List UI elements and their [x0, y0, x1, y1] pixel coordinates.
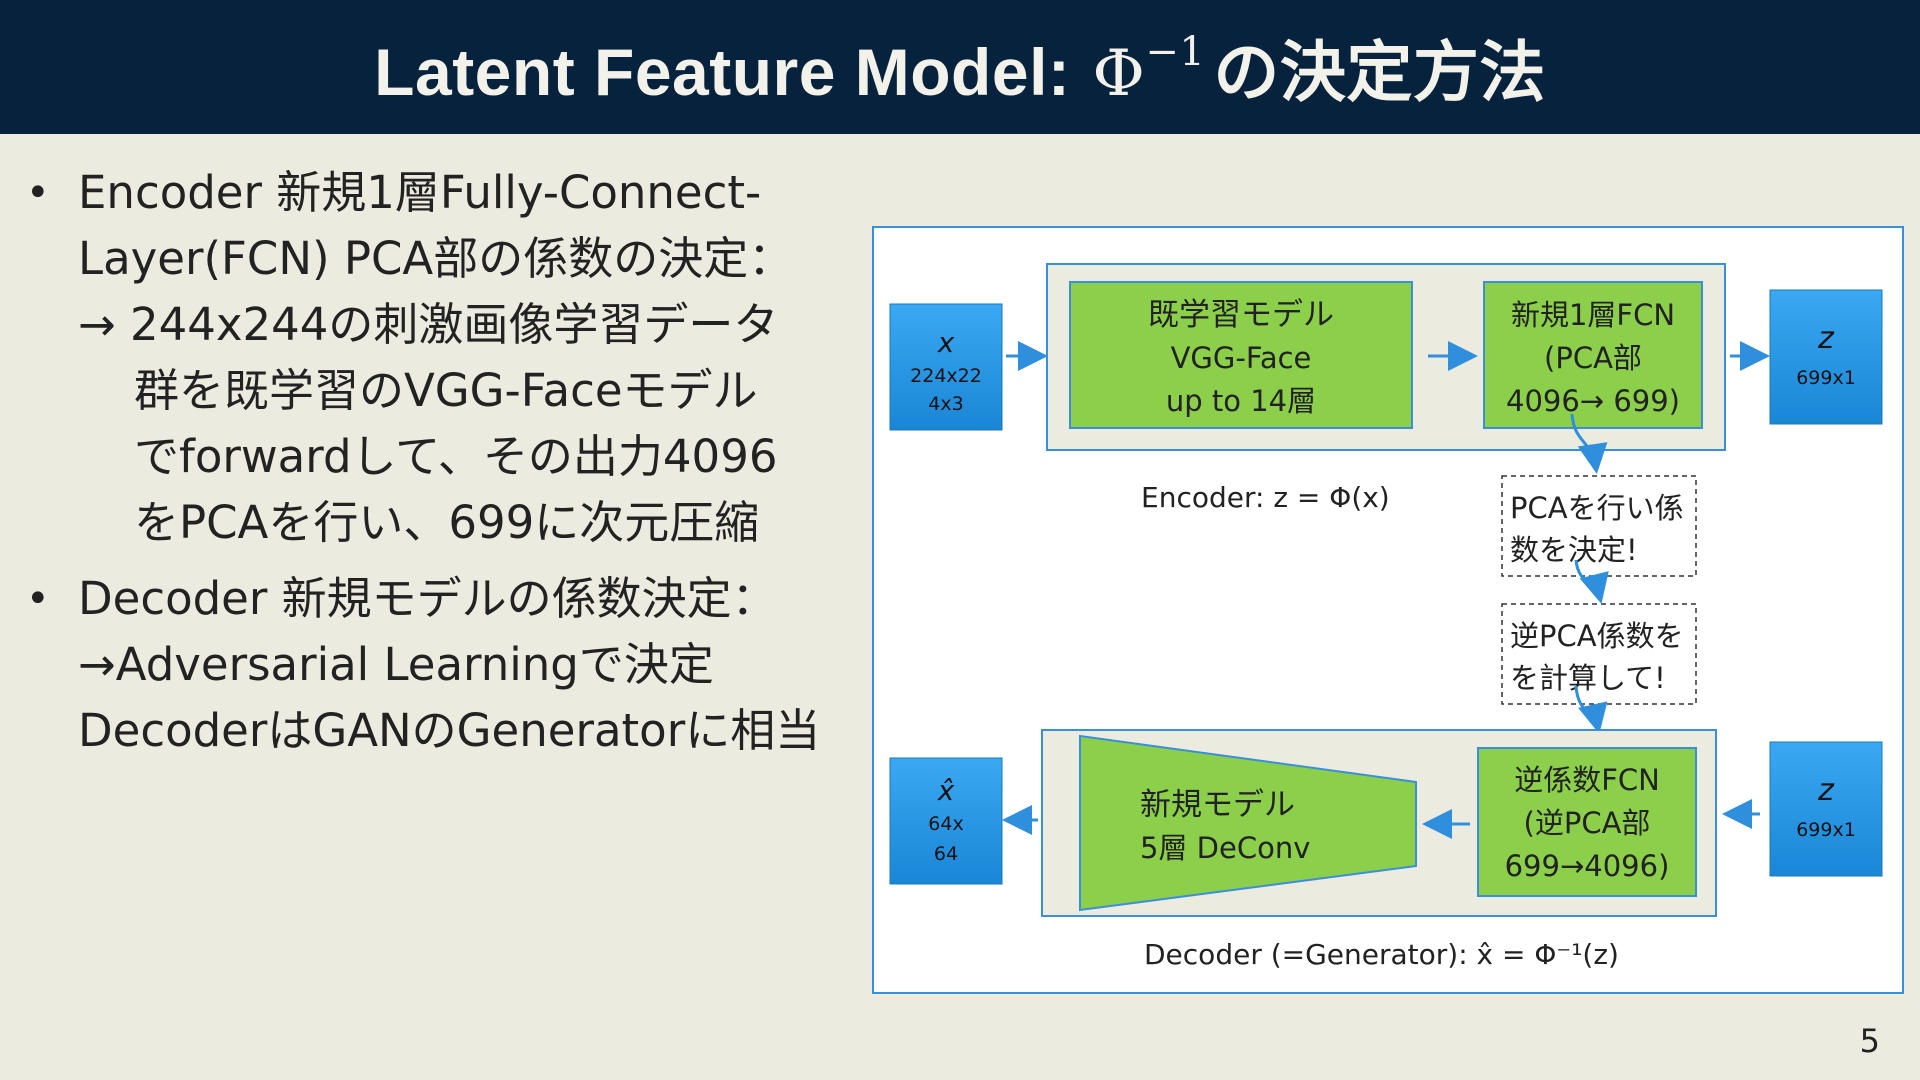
bullet-line: 群を既学習のVGG-Faceモデル	[134, 364, 758, 417]
note-pca-box	[1501, 475, 1697, 577]
encoder-output-box	[1769, 289, 1883, 425]
pretrained-label: up to 14層	[1166, 384, 1316, 418]
title-superscript: −1	[1145, 29, 1206, 75]
note-inverse-pca-box	[1501, 603, 1697, 705]
curved-arrow	[1574, 685, 1608, 734]
inverse-fcn-label: (逆PCA部	[1524, 806, 1651, 840]
diagram-frame: x 224x22 4x3 既学習モデル VGG-Face up to 14層 新…	[872, 226, 1904, 994]
curved-arrow	[1570, 413, 1608, 474]
deconv-trapezoid	[1079, 734, 1417, 912]
deconv-label: 5層 DeConv	[1140, 831, 1310, 865]
note-pca-text: PCAを行い係	[1510, 491, 1684, 525]
decoder-output-dims: 64x	[928, 813, 963, 835]
pretrained-label: VGG-Face	[1171, 341, 1312, 375]
title-phi: Φ	[1092, 37, 1146, 111]
bullet-dot: •	[26, 576, 50, 622]
bullet-line: Encoder 新規1層Fully-Connect-	[78, 166, 762, 219]
title-suffix: の決定方法	[1213, 35, 1546, 109]
title-bar: Latent Feature Model: Φ −1 の決定方法	[0, 0, 1920, 134]
inverse-fcn-box	[1477, 747, 1697, 897]
bullet-line: DecoderはGANのGeneratorに相当	[78, 704, 821, 757]
encoder-input-var: x	[937, 326, 955, 359]
bullet-dot: •	[26, 170, 50, 216]
bullet-line: でforwardして、その出力4096	[134, 430, 778, 483]
bullet-line: をPCAを行い、699に次元圧縮	[134, 496, 760, 549]
page-number: 5	[1859, 1022, 1880, 1060]
decoder-input-var: z	[1817, 773, 1835, 808]
bullet-line: Layer(FCN) PCA部の係数の決定：	[78, 232, 794, 285]
diagram-svg: x 224x22 4x3 既学習モデル VGG-Face up to 14層 新…	[889, 263, 1883, 971]
inverse-fcn-label: 699→4096)	[1505, 849, 1670, 883]
fcn-label: 新規1層FCN	[1511, 298, 1675, 332]
pretrained-vgg-box	[1069, 281, 1413, 429]
curved-arrow	[1574, 559, 1609, 604]
bullet-line: → 244x244の刺激画像学習データ	[78, 298, 779, 351]
fcn-label: 4096→ 699)	[1506, 384, 1680, 418]
decoder-output-dims: 64	[934, 843, 958, 865]
deconv-label: 新規モデル	[1140, 787, 1295, 823]
encoder-input-dims: 224x22	[910, 365, 982, 387]
encoder-output-var: z	[1817, 321, 1835, 356]
encoder-caption: Encoder: z = Φ(x)	[1141, 481, 1390, 514]
bullet-list: • Encoder 新規1層Fully-Connect- Layer(FCN) …	[22, 160, 872, 774]
fcn-label: (PCA部	[1544, 341, 1642, 375]
note-inverse-pca-text: を計算して!	[1510, 661, 1666, 695]
decoder-input-box	[1769, 741, 1883, 877]
note-inverse-pca-text: 逆PCA係数を	[1510, 619, 1684, 653]
decoder-input-dims: 699x1	[1796, 819, 1856, 841]
note-pca-text: 数を決定!	[1510, 533, 1638, 567]
decoder-output-var: x̂	[937, 774, 955, 807]
bullet-encoder: • Encoder 新規1層Fully-Connect- Layer(FCN) …	[22, 160, 872, 556]
new-fcn-box	[1483, 281, 1703, 429]
slide-title: Latent Feature Model: Φ −1 の決定方法	[374, 19, 1546, 115]
decoder-output-box	[889, 757, 1003, 885]
pretrained-label: 既学習モデル	[1148, 297, 1334, 333]
encoder-input-box	[889, 303, 1003, 431]
bullet-line: →Adversarial Learningで決定	[78, 638, 714, 691]
bullet-line: Decoder 新規モデルの係数決定：	[78, 572, 777, 625]
inverse-fcn-label: 逆係数FCN	[1514, 763, 1660, 797]
encoder-output-dims: 699x1	[1796, 367, 1856, 389]
decoder-caption: Decoder (=Generator): x̂ = Φ⁻¹(z)	[1144, 938, 1619, 971]
encoder-input-dims: 4x3	[928, 393, 963, 415]
title-text: Latent Feature Model:	[374, 35, 1071, 109]
bullet-decoder: • Decoder 新規モデルの係数決定： →Adversarial Learn…	[22, 566, 872, 764]
